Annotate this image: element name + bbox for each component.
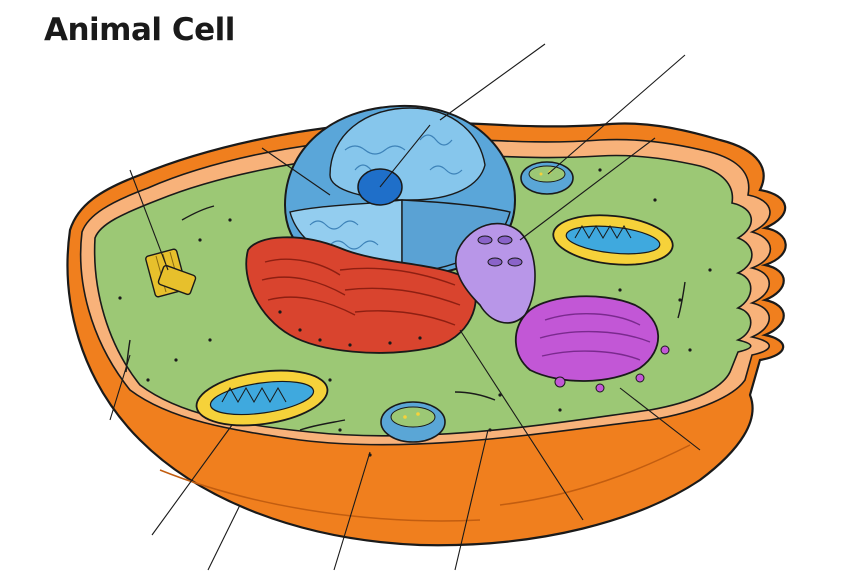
centriole bbox=[145, 248, 197, 298]
ribosome bbox=[118, 168, 712, 457]
golgi-apparatus bbox=[514, 295, 670, 393]
mitochondrion bbox=[552, 214, 674, 266]
smooth-endoplasmic-reticulum bbox=[455, 222, 536, 324]
mitochondrion bbox=[195, 369, 329, 427]
microtubule bbox=[125, 205, 686, 431]
label-leader-lines bbox=[109, 43, 701, 571]
membrane-shading bbox=[159, 469, 481, 522]
rough-endoplasmic-reticulum bbox=[245, 236, 477, 354]
nucleus bbox=[283, 104, 517, 279]
lysosome bbox=[380, 401, 446, 443]
diagram-title: Animal Cell bbox=[44, 12, 235, 48]
lysosome bbox=[520, 161, 574, 195]
membrane-shading bbox=[499, 444, 691, 506]
